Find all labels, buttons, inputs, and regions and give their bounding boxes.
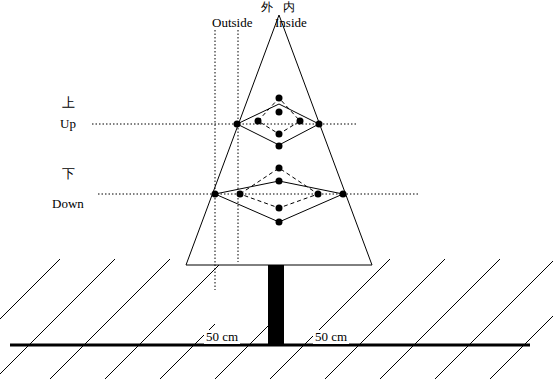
position-label: Down [52, 197, 84, 211]
ground-hatching [0, 259, 553, 379]
sample-diamonds [215, 98, 343, 222]
dimension-label: 50 cm [204, 330, 240, 344]
position-label: Up [60, 117, 76, 131]
ground-line [10, 344, 530, 347]
dimension-label: 50 cm [313, 330, 349, 344]
axis-label: Inside [275, 16, 307, 30]
axis-label: 内 [283, 1, 295, 14]
position-label: 下 [62, 167, 75, 181]
tree-trunk [268, 265, 284, 345]
axis-label: Outside [212, 16, 252, 30]
sample-points [212, 95, 347, 226]
axis-label: 外 [261, 1, 273, 14]
dotted-guides [92, 30, 420, 290]
position-label: 上 [62, 96, 75, 110]
tree-crown [186, 15, 372, 265]
